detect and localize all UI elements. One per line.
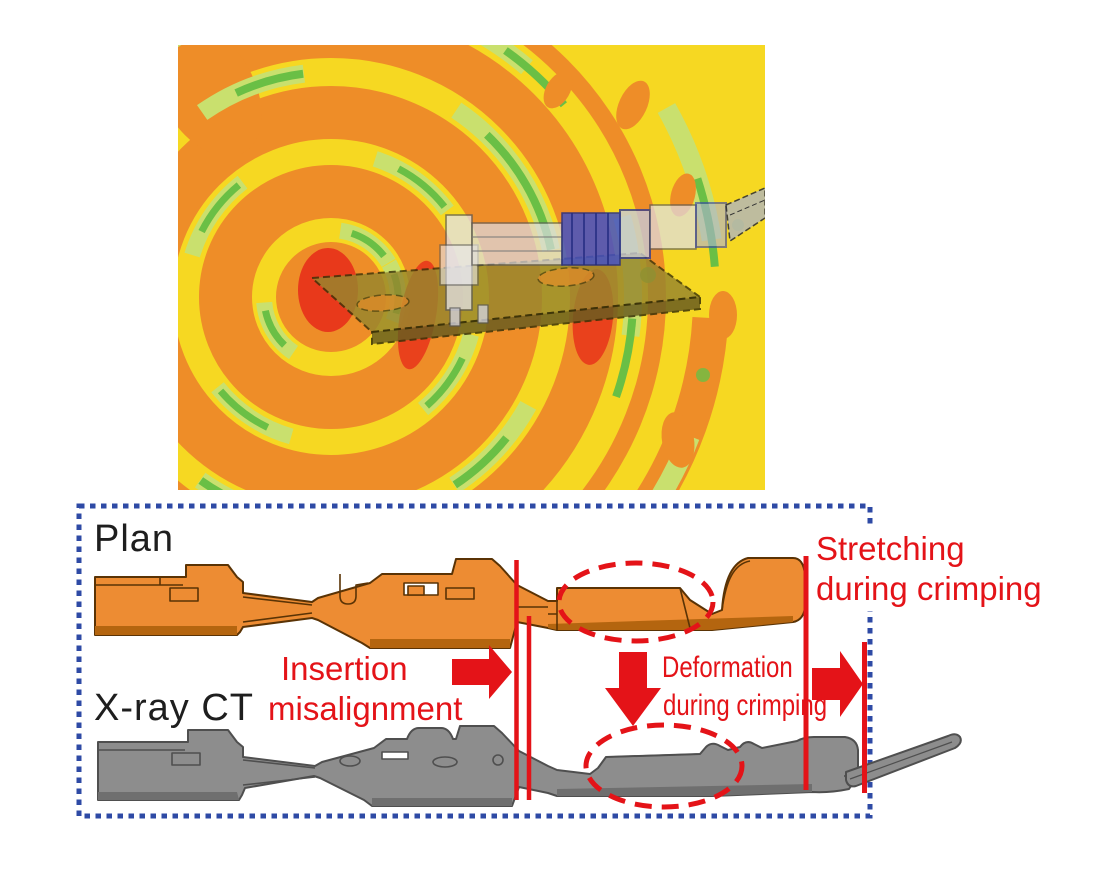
defect-ellipse-xray [583, 722, 745, 810]
simulation-image [178, 45, 765, 490]
wave-speckles [543, 71, 744, 468]
stretching-label-line1: Stretching [816, 530, 965, 567]
plan-terminal-body [94, 557, 806, 649]
connector-wireframe [439, 187, 765, 327]
deformation-label-line2: during crimping [663, 689, 828, 722]
xray-wire [845, 733, 962, 788]
insertion-misalignment-label-line2: misalignment [268, 690, 463, 727]
insertion-misalignment-label-line1: Insertion [281, 650, 408, 687]
xray-terminal-body [97, 725, 859, 807]
red-annotations [452, 556, 867, 810]
busbar-plate-wireframe [309, 251, 703, 346]
plan-terminal-model [94, 557, 806, 649]
deformation-label-line1: Deformation [662, 651, 793, 684]
xray-terminal-model [97, 725, 962, 807]
stretching-label-line2: during crimping [816, 570, 1042, 607]
xray-ct-label: X-ray CT [94, 687, 254, 729]
plan-label: Plan [94, 518, 175, 560]
stretching-label: Stretching during crimping [814, 529, 1046, 611]
defect-ellipse-plan [556, 560, 716, 644]
arrow-down-icon-deformation [605, 652, 661, 726]
